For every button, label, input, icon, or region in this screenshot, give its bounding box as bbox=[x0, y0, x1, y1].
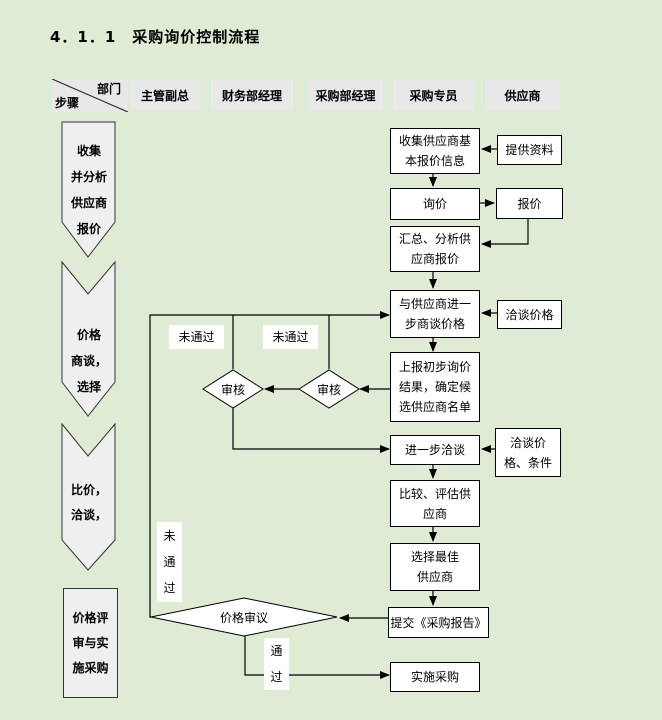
diamond-label-review-purchasing: 审核 bbox=[316, 382, 341, 397]
box-implement-purchase: 实施采购 bbox=[390, 662, 480, 692]
box-select-best-supplier: 选择最佳 供应商 bbox=[390, 543, 480, 591]
step-shape-price-negotiation bbox=[61, 260, 116, 417]
box-compare-evaluate-suppliers: 比较、评估供 应商 bbox=[390, 480, 480, 527]
header-diagonal-line bbox=[52, 79, 128, 112]
box-further-negotiation: 进一步洽谈 bbox=[390, 435, 480, 465]
step-label-collect-quotes: 收集 并分析 供应商 报价 bbox=[70, 144, 107, 236]
step-label-price-negotiation: 价格 商谈， 选择 bbox=[70, 328, 107, 394]
box-discuss-price: 洽谈价格 bbox=[497, 300, 562, 329]
box-summarize-analyze-quotes: 汇总、分析供 应商报价 bbox=[390, 226, 480, 272]
box-report-candidate-list: 上报初步询价 结果，确定候 选供应商名单 bbox=[390, 352, 480, 422]
header-col-purchasing-specialist: 采购专员 bbox=[393, 80, 474, 110]
header-col-vp: 主管副总 bbox=[130, 80, 200, 110]
step-shape-compare-negotiate bbox=[61, 422, 116, 571]
label-not-pass-1: 未通过 bbox=[169, 325, 224, 349]
step-label-compare-negotiate: 比价， 洽谈， bbox=[70, 483, 107, 522]
header-col-finance-manager: 财务部经理 bbox=[211, 80, 293, 110]
connector-review-to-further-talk bbox=[232, 408, 390, 453]
header-col-purchasing-manager: 采购部经理 bbox=[308, 80, 383, 110]
header-corner-step: 步骤 bbox=[55, 96, 80, 110]
connector-feedback-loop bbox=[149, 311, 390, 618]
connector-pass-to-implement bbox=[244, 636, 390, 679]
label-not-pass-vertical: 未 通 过 bbox=[157, 522, 182, 602]
box-provide-materials: 提供资料 bbox=[497, 135, 562, 165]
box-collect-supplier-quote-info: 收集供应商基 本报价信息 bbox=[390, 128, 480, 174]
page-title: 4．1．1 采购询价控制流程 bbox=[50, 28, 261, 46]
diamond-price-review bbox=[150, 597, 338, 637]
header-col-supplier: 供应商 bbox=[485, 80, 560, 110]
header-corner-department: 部门 bbox=[96, 82, 121, 96]
diamond-label-price-review: 价格审议 bbox=[219, 610, 268, 625]
diamond-review-finance bbox=[202, 369, 264, 409]
step-box-price-review-implement: 价格评 审与实 施采购 bbox=[63, 588, 118, 698]
box-quote: 报价 bbox=[496, 188, 563, 219]
label-pass-vertical: 通 过 bbox=[264, 638, 289, 690]
diamond-label-review-finance: 审核 bbox=[220, 382, 245, 397]
connector-quote-to-summary bbox=[481, 216, 529, 248]
box-discuss-price-terms: 洽谈价 格、条件 bbox=[495, 428, 561, 477]
box-inquiry: 询价 bbox=[390, 188, 480, 220]
label-not-pass-2: 未通过 bbox=[263, 325, 318, 349]
box-negotiate-price-with-supplier: 与供应商进一 步商谈价格 bbox=[390, 290, 480, 338]
step-shape-collect-quotes bbox=[61, 121, 116, 258]
box-submit-purchase-report: 提交《采购报告》 bbox=[388, 607, 489, 638]
header-corner-cell: 部门 步骤 bbox=[52, 79, 128, 112]
